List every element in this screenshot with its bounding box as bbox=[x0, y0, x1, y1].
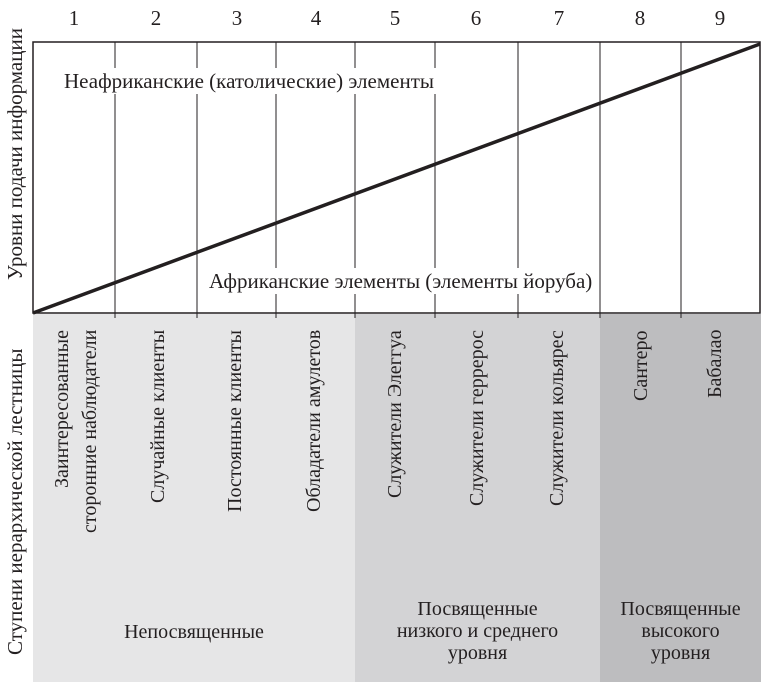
column-label: Случайные клиенты bbox=[147, 330, 169, 504]
group-label-high: Посвященные высокого уровня bbox=[620, 598, 741, 664]
axis-label-hierarchy-steps: Ступени иерархической лестницы bbox=[3, 348, 27, 656]
group-label-uninitiated: Непосвященные bbox=[124, 621, 264, 643]
band-high-initiated bbox=[600, 314, 761, 682]
group-label-low-mid: Посвященные низкого и среднего уровня bbox=[396, 598, 559, 664]
african-label: Африканские элементы (элементы йоруба) bbox=[207, 268, 595, 294]
column-number: 2 bbox=[150, 6, 162, 30]
info-box bbox=[32, 41, 761, 314]
band-low-mid-initiated bbox=[355, 314, 600, 682]
non-african-label: Неафриканские (католические) элементы bbox=[62, 68, 436, 94]
column-label: Обладатели амулетов bbox=[303, 330, 325, 513]
column-number: 3 bbox=[231, 6, 243, 30]
column-label: Сантеро bbox=[630, 330, 652, 401]
column-number: 5 bbox=[389, 6, 401, 30]
column-label: Служители кольярес bbox=[546, 330, 568, 506]
column-number: 6 bbox=[470, 6, 482, 30]
column-number: 4 bbox=[310, 6, 322, 30]
column-number: 9 bbox=[714, 6, 726, 30]
column-label: Служители Элеггуа bbox=[384, 330, 406, 498]
column-number: 1 bbox=[68, 6, 80, 30]
column-label: Служители геррерос bbox=[466, 330, 488, 506]
diagonal-line bbox=[32, 42, 761, 315]
axis-label-information-levels: Уровни подачи информации bbox=[3, 28, 27, 280]
column-number: 8 bbox=[634, 6, 646, 30]
column-number: 7 bbox=[553, 6, 565, 30]
column-label: Постоянные клиенты bbox=[224, 330, 246, 512]
column-label: Бабалао bbox=[704, 330, 726, 399]
band-uninitiated bbox=[33, 314, 355, 682]
